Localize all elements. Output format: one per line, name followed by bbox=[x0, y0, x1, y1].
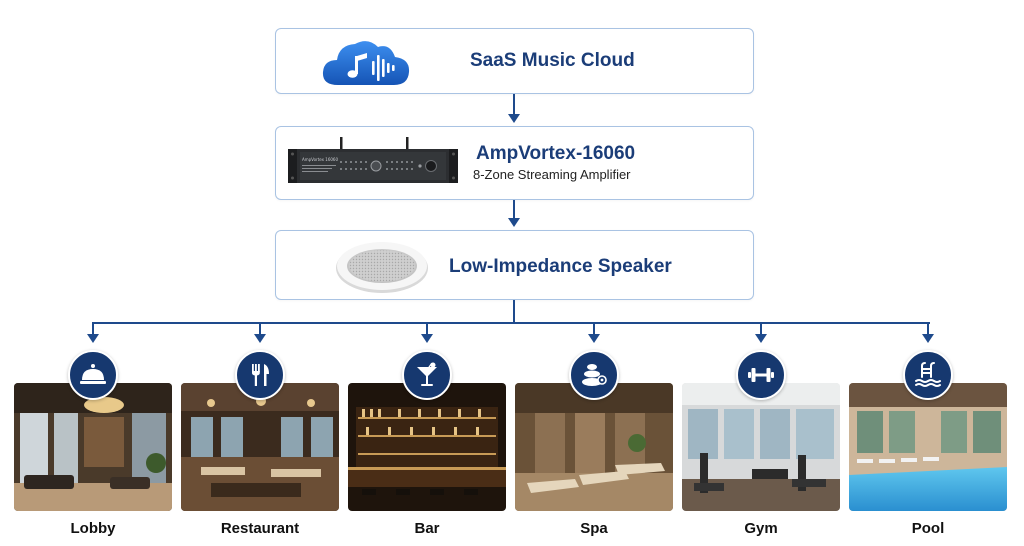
pool-ladder-icon bbox=[903, 350, 953, 400]
restaurant-photo bbox=[181, 383, 339, 511]
cloud-node: SaaS Music Cloud bbox=[275, 28, 754, 94]
speaker-title: Low-Impedance Speaker bbox=[449, 256, 672, 277]
gym-photo bbox=[682, 383, 840, 511]
zone-label: Bar bbox=[414, 520, 440, 537]
pool-photo bbox=[849, 383, 1007, 511]
arrow-head bbox=[254, 334, 266, 343]
amplifier-image bbox=[288, 135, 458, 200]
connector-line bbox=[426, 322, 428, 336]
spa-photo bbox=[515, 383, 673, 511]
zone-pool: Pool bbox=[849, 350, 1007, 537]
connector-line bbox=[927, 322, 929, 336]
cloud-title: SaaS Music Cloud bbox=[470, 50, 635, 71]
amplifier-panel-brand: AmpVortex 16060 bbox=[302, 157, 339, 162]
spa-stones-icon bbox=[569, 350, 619, 400]
arrow-head bbox=[755, 334, 767, 343]
arrow-head bbox=[508, 218, 520, 227]
amplifier-title: AmpVortex-16060 bbox=[476, 143, 636, 164]
lobby-photo bbox=[14, 383, 172, 511]
connector-line bbox=[593, 322, 595, 336]
arrow-head bbox=[87, 334, 99, 343]
amplifier-node: AmpVortex 16060 AmpVortex-16060 8-Zone S… bbox=[275, 126, 754, 200]
amplifier-subtitle: 8-Zone Streaming Amplifier bbox=[473, 167, 631, 182]
zone-bar: Bar bbox=[348, 350, 506, 537]
bar-photo bbox=[348, 383, 506, 511]
connector-line bbox=[259, 322, 261, 336]
speaker-node: Low-Impedance Speaker bbox=[275, 230, 754, 300]
arrow-head bbox=[588, 334, 600, 343]
zone-restaurant: Restaurant bbox=[181, 350, 339, 537]
connector-line bbox=[760, 322, 762, 336]
connector-line bbox=[513, 94, 515, 116]
distribution-bus bbox=[93, 322, 930, 324]
zone-label: Gym bbox=[744, 520, 778, 537]
service-bell-icon bbox=[68, 350, 118, 400]
ceiling-speaker-image bbox=[334, 237, 430, 300]
zone-gym: Gym bbox=[682, 350, 840, 537]
arrow-head bbox=[421, 334, 433, 343]
dumbbell-icon bbox=[736, 350, 786, 400]
connector-line bbox=[513, 300, 515, 324]
zone-lobby: Lobby bbox=[14, 350, 172, 537]
arrow-head bbox=[922, 334, 934, 343]
music-cloud-icon bbox=[320, 35, 412, 94]
zone-label: Pool bbox=[911, 520, 945, 537]
arrow-head bbox=[508, 114, 520, 123]
connector-line bbox=[513, 200, 515, 220]
fork-knife-icon bbox=[235, 350, 285, 400]
connector-line bbox=[92, 322, 94, 336]
zone-label: Lobby bbox=[70, 520, 116, 537]
zone-label: Spa bbox=[580, 520, 608, 537]
zone-spa: Spa bbox=[515, 350, 673, 537]
zone-label: Restaurant bbox=[220, 520, 300, 537]
cocktail-glass-icon bbox=[402, 350, 452, 400]
